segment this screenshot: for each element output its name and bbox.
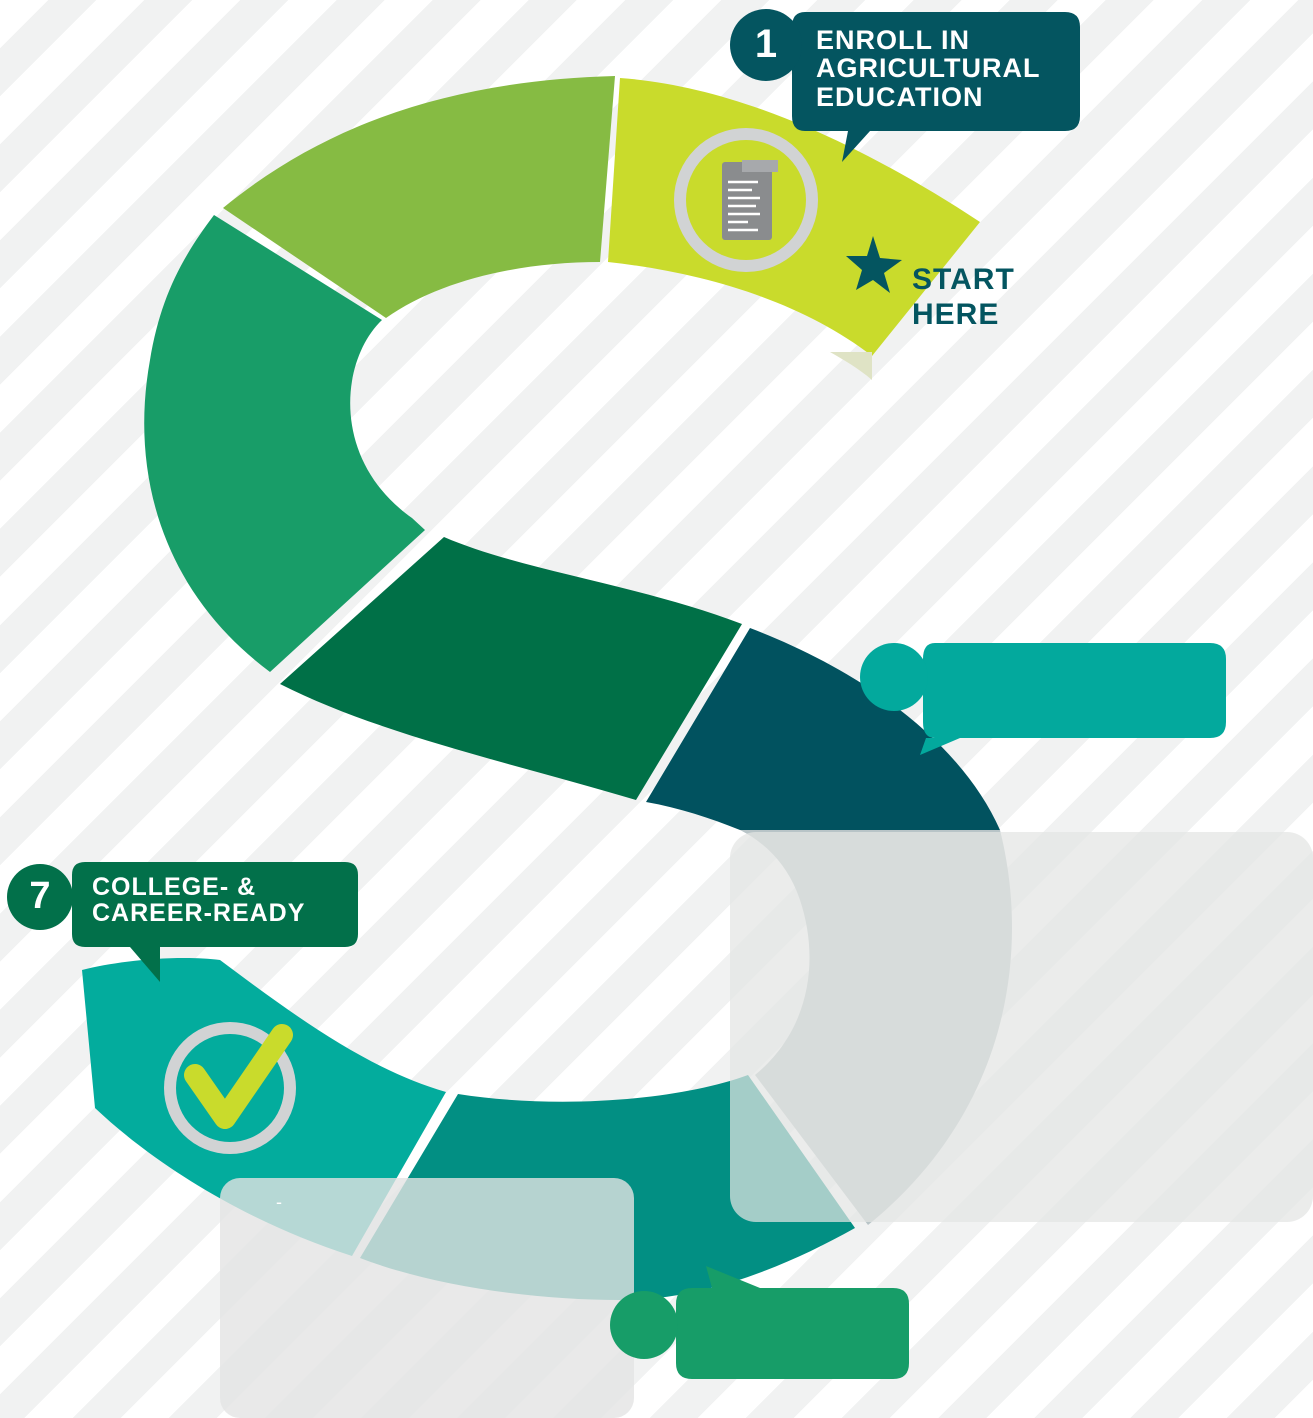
step-7-badge (7, 864, 73, 930)
star-icon (846, 236, 902, 293)
segment-step-1-tail (830, 352, 872, 380)
teal-callout-badge (860, 643, 928, 711)
checkmark-icon (164, 1022, 296, 1154)
step-7-number: 7 (29, 875, 51, 917)
callout-step-1 (792, 12, 1080, 162)
info-panel-right (730, 832, 1313, 1222)
callout-step-teal (920, 643, 1226, 755)
segment-step-2 (223, 76, 615, 318)
callout-step-green (676, 1288, 909, 1379)
callout-step-green-tail (706, 1266, 760, 1288)
document-icon (674, 128, 818, 272)
panel-dash: - (276, 1192, 282, 1212)
segment-step-5 (646, 628, 1000, 830)
green-callout-badge (610, 1291, 678, 1359)
callout-step-7 (72, 862, 358, 982)
step-7-label: COLLEGE- & CAREER-READY (92, 873, 306, 928)
step-1-label: ENROLL IN AGRICULTURAL EDUCATION (816, 25, 1041, 112)
step-1-number: 1 (754, 22, 778, 66)
start-here-label: START HERE (912, 263, 1015, 332)
segment-step-4 (280, 537, 742, 800)
step-1-badge (730, 9, 802, 81)
info-panel-bottom (220, 1178, 634, 1418)
segment-step-3 (144, 215, 425, 672)
